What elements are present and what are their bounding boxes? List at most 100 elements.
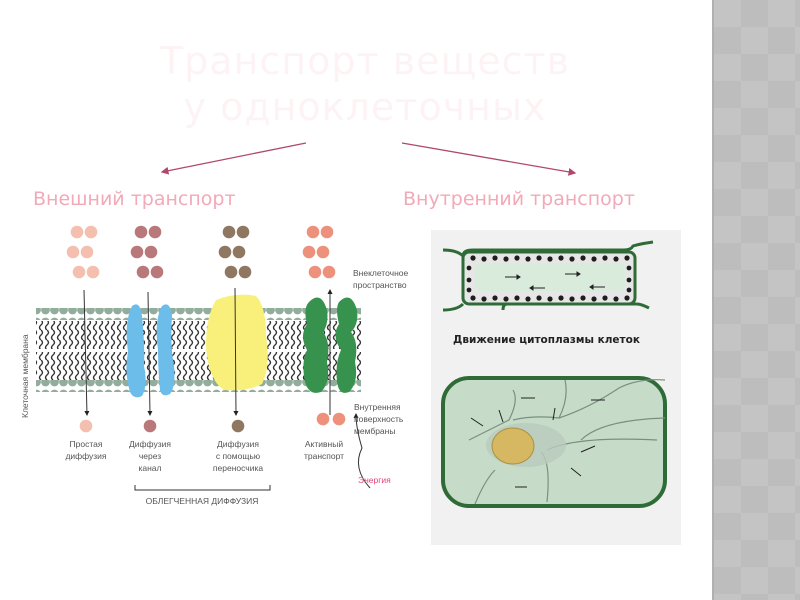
chloroplast	[558, 255, 564, 261]
molecule-cluster	[302, 225, 336, 279]
chloroplast	[580, 295, 586, 301]
chloroplast	[503, 296, 509, 302]
mechanism-label: переносчика	[213, 463, 263, 473]
mechanism-label: канал	[138, 463, 161, 473]
chloroplast	[613, 296, 619, 302]
chloroplast	[626, 287, 632, 293]
molecule	[150, 265, 164, 279]
transported-molecule	[143, 419, 157, 433]
chloroplast	[624, 255, 630, 261]
molecule	[236, 225, 250, 239]
inner-surface-label-3: мембраны	[354, 426, 395, 436]
slide-title: Транспорт веществ у одноклеточных	[100, 38, 630, 130]
molecule	[218, 245, 232, 259]
title-line-2: у одноклеточных	[183, 85, 547, 129]
molecule-cluster	[218, 225, 252, 279]
membrane-side-label: Клеточная мембрана	[20, 334, 30, 418]
carrier-protein	[206, 294, 268, 391]
mechanism-label: Диффузия	[217, 439, 259, 449]
molecule	[148, 225, 162, 239]
transported-molecule	[332, 412, 346, 426]
molecule-cluster	[66, 225, 100, 279]
molecule	[84, 225, 98, 239]
chloroplast	[536, 255, 542, 261]
transported-molecule	[231, 419, 245, 433]
chloroplast	[492, 255, 498, 261]
molecule	[66, 245, 80, 259]
molecule	[316, 245, 330, 259]
chloroplast	[525, 256, 531, 262]
branch-arrows	[160, 142, 577, 176]
facilitated-diffusion-label: ОБЛЕГЧЕННАЯ ДИФФУЗИЯ	[146, 496, 259, 506]
chloroplast	[492, 295, 498, 301]
chloroplast	[569, 296, 575, 302]
chloroplast	[547, 296, 553, 302]
chloroplast	[591, 256, 597, 262]
molecule	[302, 245, 316, 259]
pump-protein	[303, 297, 358, 393]
molecule	[134, 225, 148, 239]
chloroplast	[466, 287, 472, 293]
chloroplast	[470, 295, 476, 301]
chloroplast	[525, 296, 531, 302]
cytoplasm-movement-diagram: Движение цитоплазмы клеток	[431, 230, 681, 545]
heading-internal-transport: Внутренний транспорт	[403, 188, 635, 210]
energy-label: Энергия	[358, 475, 391, 485]
title-line-1: Транспорт веществ	[159, 39, 571, 83]
chloroplast	[470, 255, 476, 261]
inner-surface-label-1: Внутренняя	[354, 402, 401, 412]
chloroplast	[547, 256, 553, 262]
chloroplast	[626, 277, 632, 283]
arrow-right	[401, 142, 577, 176]
nucleus	[491, 427, 535, 465]
molecule	[144, 245, 158, 259]
arrow-left	[160, 142, 307, 175]
facilitated-bracket	[134, 485, 271, 491]
chloroplast	[613, 256, 619, 262]
molecule	[322, 265, 336, 279]
inner-surface-label-2: поверхность	[354, 414, 404, 424]
mechanism-label: с помощью	[216, 451, 261, 461]
transported-molecule	[316, 412, 330, 426]
outer-space-label-2: пространство	[353, 280, 407, 290]
chloroplast	[503, 256, 509, 262]
molecule	[80, 245, 94, 259]
membrane-transport-diagram: Клеточная мембрана	[20, 225, 408, 506]
transported-molecule	[79, 419, 93, 433]
chloroplast	[514, 295, 520, 301]
molecule	[222, 225, 236, 239]
chloroplast	[626, 265, 632, 271]
molecule	[136, 265, 150, 279]
elongated-cell-figure	[441, 240, 667, 508]
outer-space-label-1: Внеклеточное	[353, 268, 408, 278]
elongated-cell	[442, 240, 654, 312]
slide: Транспорт веществ у одноклеточных Внешни…	[20, 38, 681, 545]
molecule	[130, 245, 144, 259]
flow-arrows	[505, 271, 605, 291]
chloroplast	[536, 295, 542, 301]
chloroplast	[580, 255, 586, 261]
transport-paths	[83, 287, 371, 489]
chloroplast	[466, 277, 472, 283]
chloroplast	[602, 255, 608, 261]
decorative-side-panel	[712, 0, 800, 600]
chloroplast	[481, 256, 487, 262]
molecule	[306, 225, 320, 239]
mechanism-label: Простая	[70, 439, 103, 449]
channel-protein	[126, 304, 175, 398]
chloroplast	[466, 265, 472, 271]
mechanism-label: через	[139, 451, 161, 461]
molecule-cluster	[130, 225, 164, 279]
chloroplast	[558, 295, 564, 301]
cytoplasm-caption: Движение цитоплазмы клеток	[453, 334, 640, 346]
mechanism-label: Диффузия	[129, 439, 171, 449]
molecule	[72, 265, 86, 279]
mechanism-label: диффузия	[65, 451, 106, 461]
molecule	[238, 265, 252, 279]
chloroplast	[602, 295, 608, 301]
molecule	[308, 265, 322, 279]
heading-external-transport: Внешний транспорт	[33, 188, 236, 210]
molecule	[232, 245, 246, 259]
molecule	[86, 265, 100, 279]
chloroplast	[591, 296, 597, 302]
